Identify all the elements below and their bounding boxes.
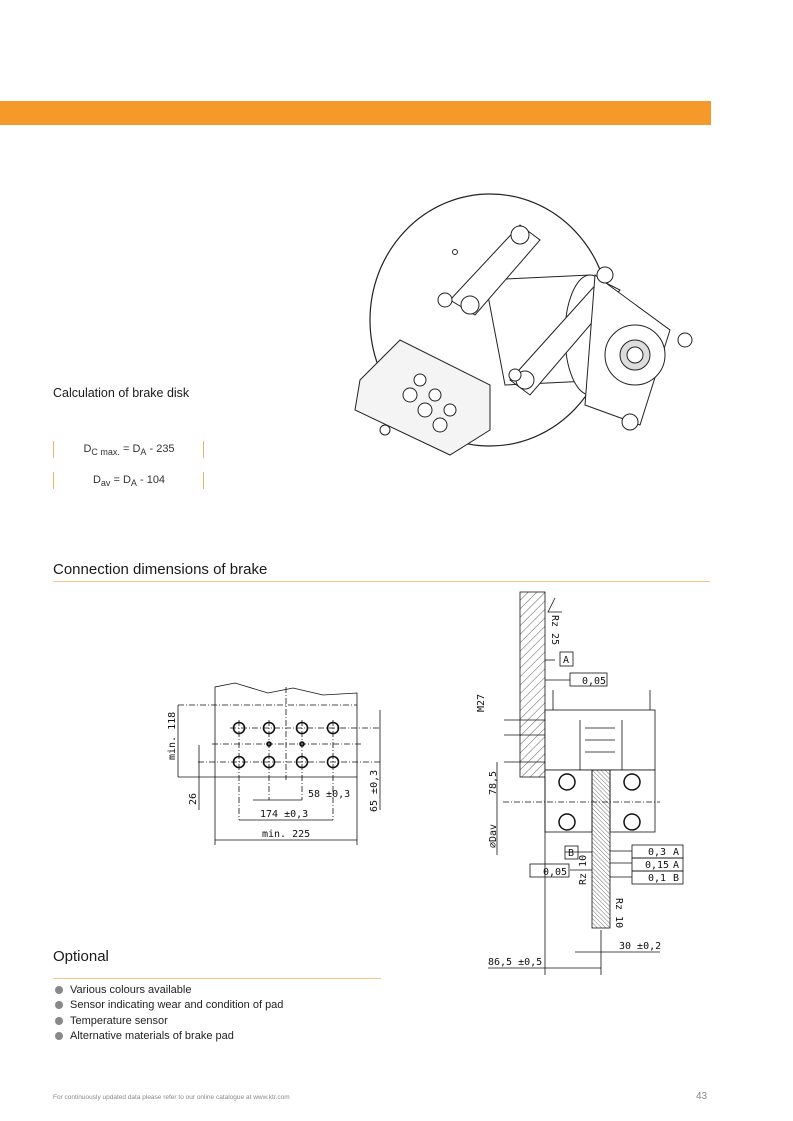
section-rule [53, 581, 710, 582]
bullet-icon [55, 1016, 63, 1025]
list-item: Temperature sensor [55, 1013, 283, 1029]
flatness-1-value: 0,05 [582, 676, 606, 687]
parallelism-ref: B [673, 873, 679, 884]
formula-dc-max: DC max. = DA - 235 [83, 443, 175, 457]
header-accent-band [0, 101, 711, 125]
connection-title: Connection dimensions of brake [53, 561, 268, 578]
section-rule [53, 978, 381, 979]
page-number: 43 [696, 1091, 708, 1102]
dim-dav: ⌀Dav [488, 824, 499, 848]
brake-disk-illustration [354, 193, 693, 456]
runout-value: 0,3 [648, 847, 666, 858]
dim-78-5: 78,5 [488, 771, 499, 795]
rz10-left-label: Rz 10 [578, 855, 589, 885]
optional-list: Various colours available Sensor indicat… [55, 982, 283, 1044]
dim-65: 65 ±0,3 [369, 770, 380, 812]
flatness-2-value: 0,05 [543, 867, 567, 878]
dim-m27: M27 [476, 694, 487, 712]
bullet-icon [55, 1001, 63, 1010]
hole-pattern-drawing [177, 682, 381, 845]
formula-bracket-left [53, 441, 54, 458]
dim-58: 58 ±0,3 [308, 789, 350, 800]
brake-caliper [354, 339, 491, 456]
bullet-icon [55, 1032, 63, 1041]
list-item: Alternative materials of brake pad [55, 1029, 283, 1045]
formula-bracket-right [203, 441, 204, 458]
footer-note: For continuously updated data please ref… [53, 1094, 290, 1101]
list-item: Various colours available [55, 982, 283, 998]
rz25-label: Rz 25 [549, 615, 560, 645]
datum-b-label: B [568, 848, 574, 859]
dim-26: 26 [188, 793, 199, 805]
dim-30: 30 ±0,2 [619, 941, 661, 952]
dim-min-118: min. 118 [167, 712, 178, 760]
angularity-value: 0,15 [645, 860, 669, 871]
runout-ref: A [673, 847, 679, 858]
calculation-title: Calculation of brake disk [53, 386, 190, 400]
dim-174: 174 ±0,3 [260, 809, 308, 820]
formula-dav: Dav = DA - 104 [92, 474, 166, 488]
list-item: Sensor indicating wear and condition of … [55, 998, 283, 1014]
dim-86-5: 86,5 ±0,5 [488, 957, 542, 968]
bullet-icon [55, 985, 63, 994]
dim-min-225: min. 225 [262, 829, 310, 840]
optional-title: Optional [53, 948, 109, 965]
formula-bracket-right [203, 472, 204, 489]
angularity-ref: A [673, 860, 679, 871]
formula-bracket-left [53, 472, 54, 489]
side-section-drawing [488, 591, 684, 975]
parallelism-value: 0,1 [648, 873, 666, 884]
datum-a-label: A [563, 655, 569, 666]
rz10-right-label: Rz 10 [613, 898, 624, 928]
